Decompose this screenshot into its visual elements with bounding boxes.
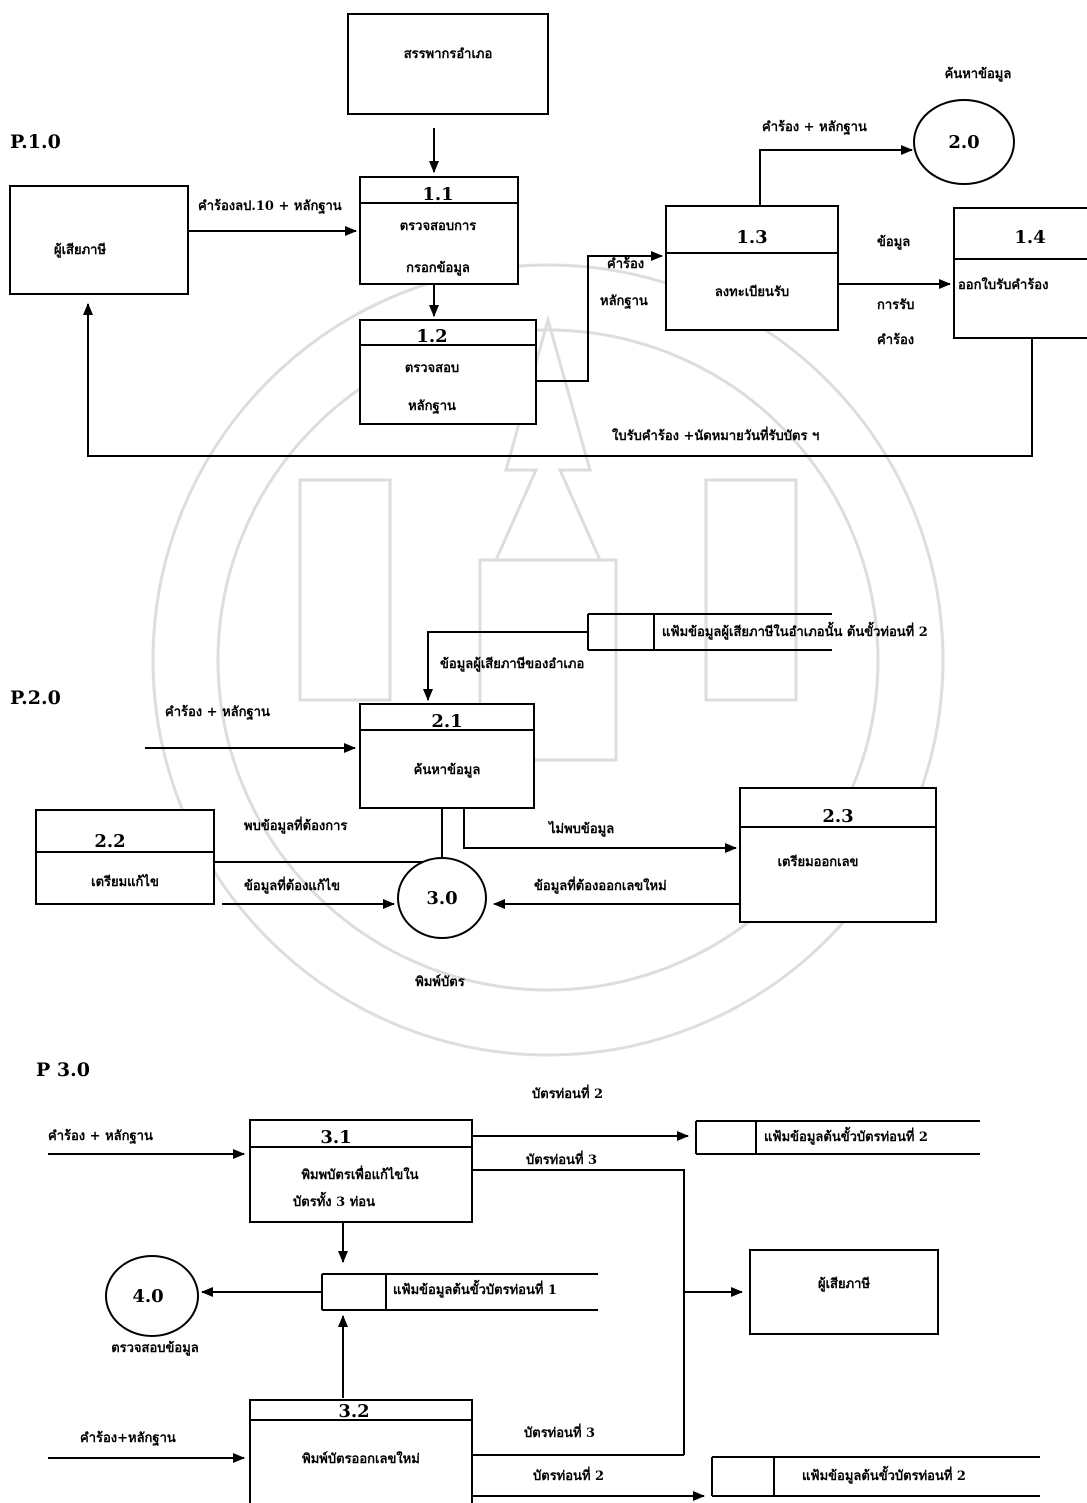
flow-input-label-p3-2: คำร้อง+หลักฐาน xyxy=(80,1430,176,1447)
section-label-p2: P.2.0 xyxy=(10,687,61,709)
datastore-taxpayer-district-label: แฟ้มข้อมูลผู้เสียภาษีในอำเภอนั้น ต้นขั้ว… xyxy=(662,621,928,640)
flow-new-number-label: ข้อมูลที่ต้องออกเลขใหม่ xyxy=(534,876,667,894)
flow-data-label-b: การรับ xyxy=(877,298,914,313)
taxpayer-entity: ผู้เสียภาษี xyxy=(9,185,189,295)
flow-not-found-label: ไม่พบข้อมูล xyxy=(547,820,614,837)
verify-data-label: ตรวจสอบข้อมูล xyxy=(111,1340,199,1356)
taxpayer-label: ผู้เสียภาษี xyxy=(54,242,106,258)
flow-found-label: พบข้อมูลที่ต้องการ xyxy=(244,816,347,834)
process-4-0-circle: 4.0 xyxy=(105,1255,199,1337)
process-2-2-number: 2.2 xyxy=(94,831,125,852)
process-1-1-line1: ตรวจสอบการ xyxy=(400,219,477,234)
process-1-4-number: 1.4 xyxy=(1014,227,1045,248)
process-3-2-number: 3.2 xyxy=(338,1401,369,1422)
process-3-1-line2: บัตรทั้ง 3 ท่อน xyxy=(293,1191,375,1210)
process-1-2: 1.2 ตรวจสอบ หลักฐาน xyxy=(359,319,537,425)
process-3-1: 3.1 พิมพบัตรเพื่อแก้ไขใน บัตรทั้ง 3 ท่อน xyxy=(249,1119,473,1223)
flow-req-label-a: คำร้อง xyxy=(607,256,644,272)
datastore-taxpayer-district: แฟ้มข้อมูลผู้เสียภาษีในอำเภอนั้น ต้นขั้ว… xyxy=(587,613,928,651)
process-1-1-line2: กรอกข้อมูล xyxy=(406,260,470,276)
process-2-1-number: 2.1 xyxy=(431,711,462,732)
district-office-entity: สรรพากรอำเภอ xyxy=(347,13,549,115)
process-1-2-number: 1.2 xyxy=(416,326,447,347)
district-office-label: สรรพากรอำเภอ xyxy=(404,46,493,62)
card-part-2-bottom-label: บัตรท่อนที่ 2 xyxy=(533,1466,604,1484)
process-1-4-line1: ออกใบรับคำร้อง xyxy=(958,276,1048,293)
process-1-2-line1: ตรวจสอบ xyxy=(405,361,459,376)
process-3-1-line1: พิมพบัตรเพื่อแก้ไขใน xyxy=(301,1165,418,1183)
datastore-card-part-2-top-label: แฟ้มข้อมูลต้นขั้วบัตรท่อนที่ 2 xyxy=(764,1126,928,1145)
flow-receipt-label: ใบรับคำร้อง +นัดหมายวันที่รับบัตร ฯ xyxy=(612,426,819,444)
process-2-3-number: 2.3 xyxy=(822,806,853,827)
process-1-3-number: 1.3 xyxy=(736,227,767,248)
card-part-2-top-label: บัตรท่อนที่ 2 xyxy=(532,1084,603,1102)
process-2-3: 2.3 เตรียมออกเลข xyxy=(739,787,937,923)
datastore-card-part-2-bottom: แฟ้มข้อมูลต้นขั้วบัตรท่อนที่ 2 xyxy=(711,1456,1040,1497)
circle-4-0-label: 4.0 xyxy=(132,1286,163,1307)
process-1-4: 1.4 ออกใบรับคำร้อง xyxy=(953,207,1087,339)
print-card-label: พิมพ์บัตร xyxy=(415,974,464,990)
datastore-card-part-2-bottom-label: แฟ้มข้อมูลต้นขั้วบัตรท่อนที่ 2 xyxy=(802,1465,966,1484)
process-1-3-line1: ลงทะเบียนรับ xyxy=(715,284,789,300)
flow-input-label-p3-1: คำร้อง + หลักฐาน xyxy=(48,1128,153,1145)
flow-receipt-to-taxpayer xyxy=(83,303,1033,457)
section-label-p1: P.1.0 xyxy=(10,131,61,153)
circle-3-0-label: 3.0 xyxy=(426,888,457,909)
flow-request-form-label: คำร้องลป.10 + หลักฐาน xyxy=(198,198,342,215)
flow-input-label-p2: คำร้อง + หลักฐาน xyxy=(165,704,270,721)
card-part-3-top-label: บัตรท่อนที่ 3 xyxy=(526,1150,597,1168)
flow-req-label-b: หลักฐาน xyxy=(600,294,648,310)
process-2-1: 2.1 ค้นหาข้อมูล xyxy=(359,703,535,809)
process-3-1-number: 3.1 xyxy=(320,1127,351,1148)
process-1-2-line2: หลักฐาน xyxy=(408,399,456,415)
flow-to-fix-label: ข้อมูลที่ต้องแก้ไข xyxy=(244,876,340,894)
flow-request-evidence-label: คำร้อง + หลักฐาน xyxy=(762,119,867,136)
flow-data-label-a: ข้อมูล xyxy=(877,234,910,250)
flow-store-data-label: ข้อมูลผู้เสียภาษีของอำเภอ xyxy=(440,656,584,672)
process-2-3-line1: เตรียมออกเลข xyxy=(778,854,859,870)
flow-1-3-to-2-0 xyxy=(759,145,913,206)
process-2-1-line1: ค้นหาข้อมูล xyxy=(414,762,481,778)
taxpayer-entity-p3: ผู้เสียภาษี xyxy=(749,1249,939,1335)
datastore-card-part-1-label: แฟ้มข้อมูลต้นขั้วบัตรท่อนที่ 1 xyxy=(393,1279,557,1298)
process-3-2: 3.2 พิมพ์บัตรออกเลขใหม่ xyxy=(249,1399,473,1503)
process-2-2: 2.2 เตรียมแก้ไข xyxy=(35,809,215,905)
taxpayer-label-p3: ผู้เสียภาษี xyxy=(818,1276,870,1292)
flow-2-1-to-2-2 xyxy=(214,808,443,863)
process-2-0-circle: 2.0 xyxy=(913,99,1015,185)
process-1-3: 1.3 ลงทะเบียนรับ xyxy=(665,205,839,331)
section-label-p3: P 3.0 xyxy=(36,1059,90,1081)
flow-1-2-to-1-3 xyxy=(536,251,663,382)
process-3-2-line1: พิมพ์บัตรออกเลขใหม่ xyxy=(302,1450,420,1467)
process-3-0-circle: 3.0 xyxy=(397,857,487,939)
flow-data-label-c: คำร้อง xyxy=(877,332,914,348)
flow-3-1-card-3 xyxy=(472,1169,685,1455)
card-part-3-bottom-label: บัตรท่อนที่ 3 xyxy=(524,1423,595,1441)
circle-2-0-label: 2.0 xyxy=(948,132,979,153)
flow-store-to-2-1 xyxy=(423,631,588,701)
process-1-1-number: 1.1 xyxy=(422,184,453,205)
flow-2-1-to-2-3 xyxy=(463,808,737,853)
datastore-card-part-2-top: แฟ้มข้อมูลต้นขั้วบัตรท่อนที่ 2 xyxy=(695,1120,980,1155)
process-1-1: 1.1 ตรวจสอบการ กรอกข้อมูล xyxy=(359,176,519,285)
process-2-2-line1: เตรียมแก้ไข xyxy=(91,873,159,890)
watermark-seal xyxy=(151,263,945,1057)
datastore-card-part-1: แฟ้มข้อมูลต้นขั้วบัตรท่อนที่ 1 xyxy=(321,1273,598,1311)
search-data-label: ค้นหาข้อมูล xyxy=(945,66,1012,82)
